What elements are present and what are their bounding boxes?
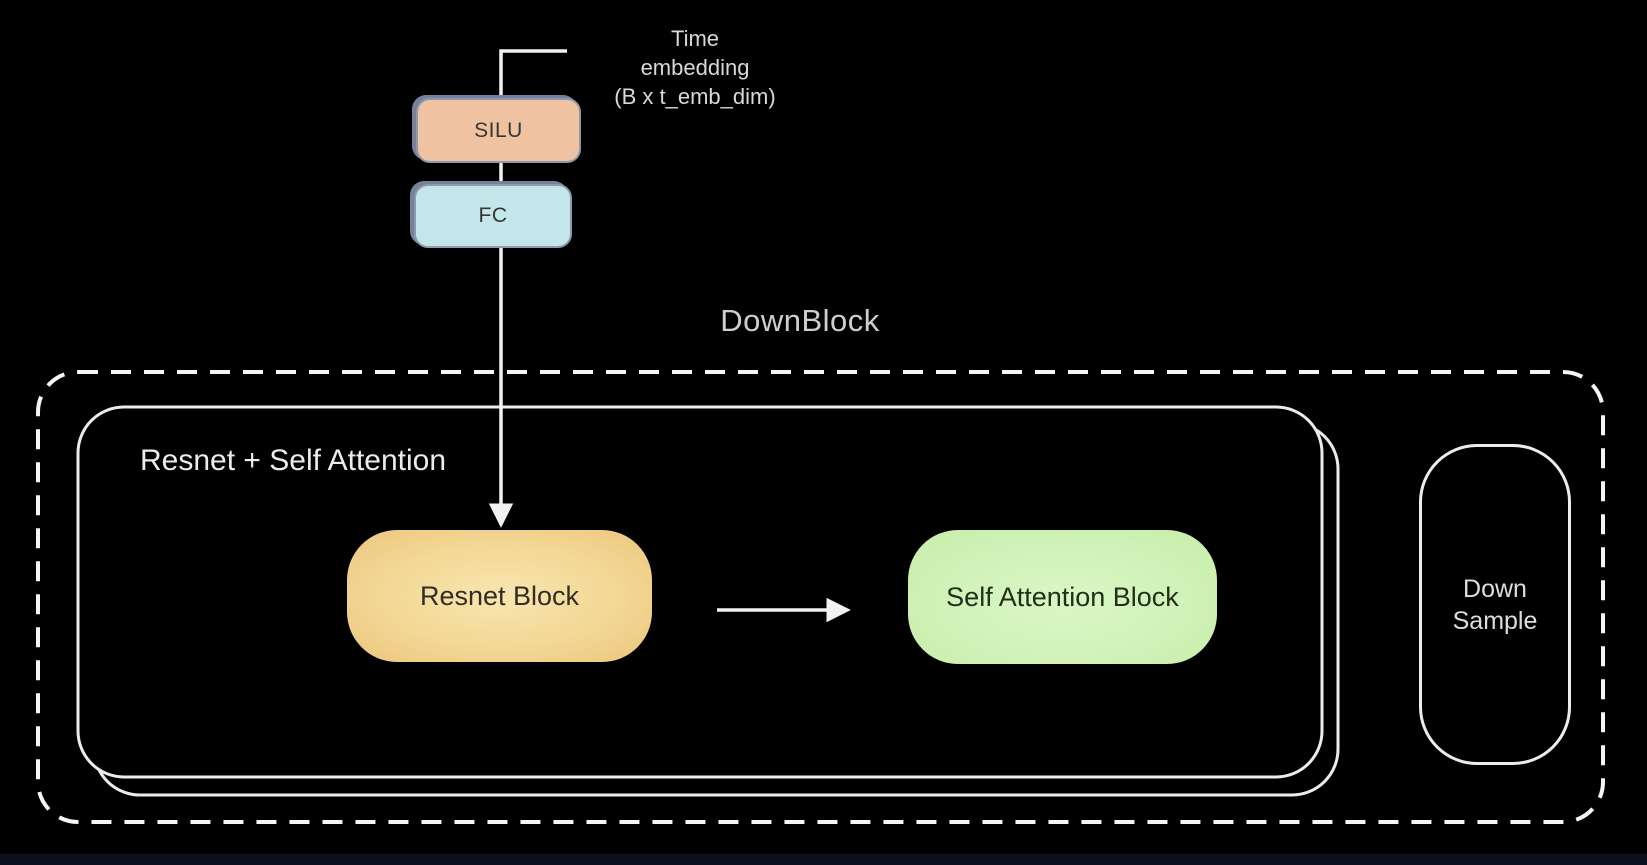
time-embedding-label-line1: Time <box>670 26 720 51</box>
self-attention-block-node: Self Attention Block <box>908 530 1217 664</box>
time-embedding-arrow <box>488 49 567 528</box>
downblock-title: DownBlock <box>720 303 880 338</box>
time-embedding-label-line3: (B x t_emb_dim) <box>614 84 776 109</box>
resnet-block-node: Resnet Block <box>347 530 652 662</box>
fc-node-label: FC <box>478 204 508 227</box>
time-embedding-label-line2: embedding <box>640 55 750 80</box>
fc-node: FC <box>414 184 572 248</box>
resnet-block-label: Resnet Block <box>419 580 580 611</box>
resnet-attention-card-label: Resnet + Self Attention <box>140 444 447 477</box>
down-sample-node: Down Sample <box>1419 444 1571 765</box>
resnet-attention-card <box>76 405 1324 779</box>
bottom-edge-strip <box>0 854 1647 865</box>
silu-node: SILU <box>416 98 581 163</box>
down-sample-label-line1: Down <box>1463 574 1527 603</box>
down-sample-label: Down Sample <box>1453 573 1538 637</box>
time-embedding-label: Time embedding (B x t_emb_dim) <box>545 24 845 111</box>
down-sample-label-line2: Sample <box>1452 606 1538 635</box>
silu-node-label: SILU <box>474 118 523 142</box>
downblock-dashed-border <box>36 370 1605 824</box>
self-attention-block-label: Self Attention Block <box>946 581 1179 612</box>
